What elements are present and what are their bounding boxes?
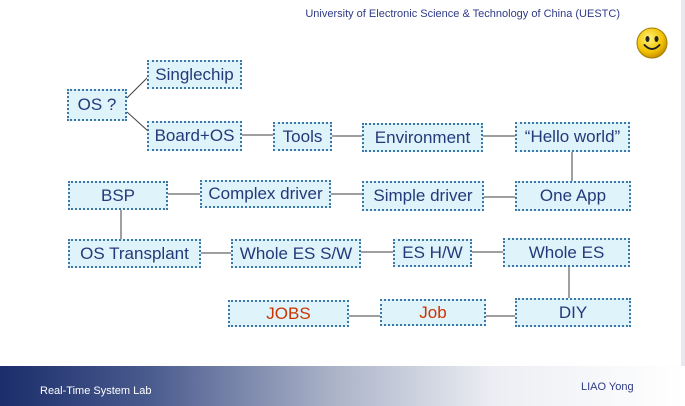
node-os-transplant: OS Transplant [68, 239, 201, 268]
slide-right-edge [681, 0, 685, 406]
node-simple-driver: Simple driver [362, 181, 484, 211]
node-jobs: JOBS [228, 300, 349, 327]
node-board-os: Board+OS [147, 121, 242, 151]
node-job: Job [380, 299, 486, 326]
node-tools: Tools [273, 122, 332, 151]
node-environment: Environment [362, 123, 483, 152]
author-name: LIAO Yong [581, 381, 634, 393]
smiley-icon [636, 27, 668, 59]
node-one-app: One App [515, 181, 631, 211]
node-diy: DIY [515, 298, 631, 327]
node-whole-es-sw: Whole ES S/W [231, 239, 361, 268]
institution-header: University of Electronic Science & Techn… [305, 8, 620, 20]
node-complex-driver: Complex driver [200, 180, 331, 208]
node-singlechip: Singlechip [147, 60, 242, 89]
node-es-hw: ES H/W [393, 239, 472, 267]
lab-name: Real-Time System Lab [40, 385, 152, 397]
node-os: OS ? [67, 89, 127, 121]
footer-bar [0, 366, 685, 406]
node-hello-world: “Hello world” [515, 122, 630, 152]
node-bsp: BSP [68, 181, 168, 210]
node-whole-es: Whole ES [503, 238, 630, 267]
